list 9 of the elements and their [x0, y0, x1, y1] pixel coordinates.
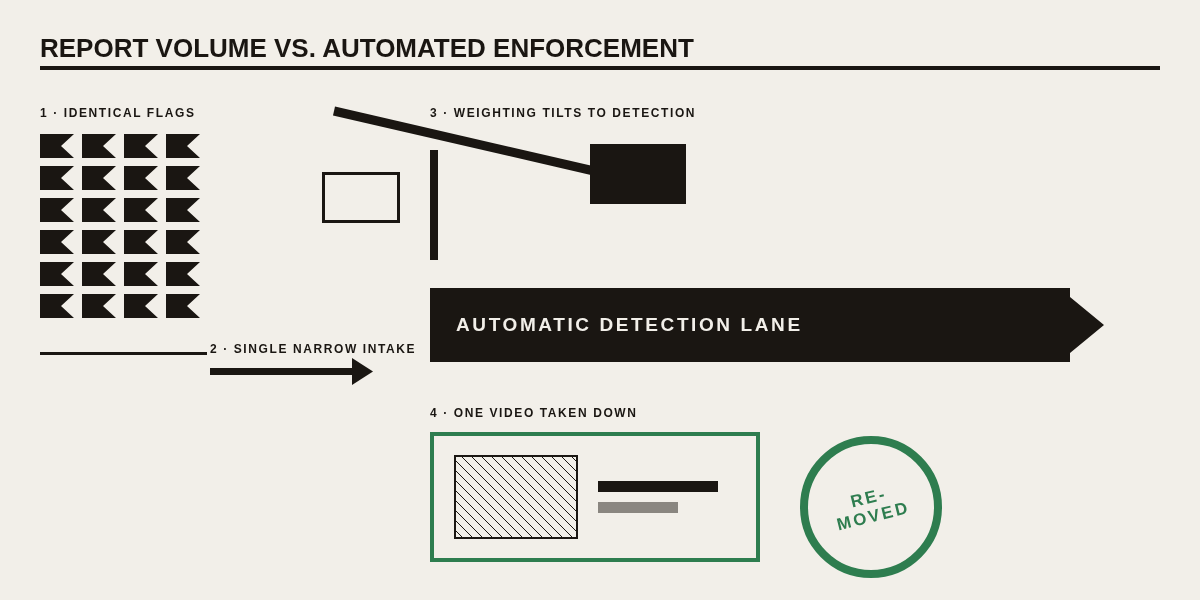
section-label: 4 · ONE VIDEO TAKEN DOWN — [430, 407, 638, 420]
arrow-banner — [430, 288, 1104, 362]
diagram-title: REPORT VOLUME VS. AUTOMATED ENFORCEMENT — [40, 35, 694, 61]
section-label: 1 · IDENTICAL FLAGS — [40, 107, 196, 120]
section-label: 3 · WEIGHTING TILTS TO DETECTION — [430, 107, 697, 120]
section-label: 2 · SINGLE NARROW INTAKE — [210, 343, 417, 356]
banner-label: AUTOMATIC DETECTION LANE — [456, 315, 803, 335]
stamp-circle — [800, 436, 942, 578]
stamp-text: RE- MOVED — [833, 483, 912, 535]
